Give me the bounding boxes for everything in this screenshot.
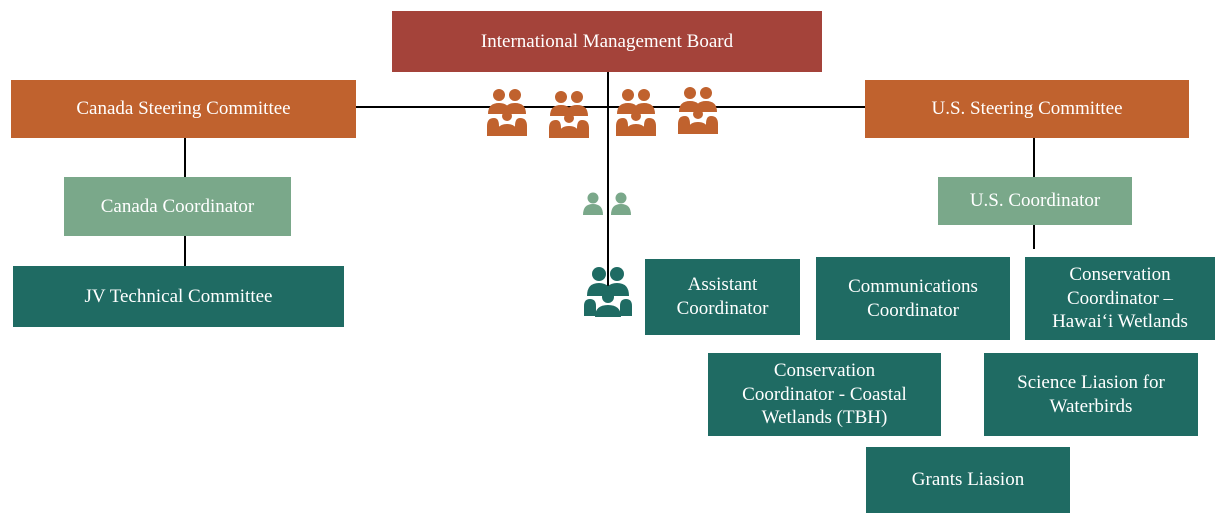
box-label-line: Communications: [848, 275, 978, 297]
connector-us-sc-coord: [1033, 138, 1035, 177]
conservation-coordinator-hawaii-box: Conservation Coordinator – Hawai‘i Wetla…: [1025, 257, 1215, 340]
box-label: U.S. Steering Committee: [931, 98, 1123, 120]
team-icon: [584, 267, 632, 317]
people-group-icon: [678, 87, 718, 134]
box-label-line: Coordinator - Coastal: [742, 383, 907, 405]
us-steering-committee-box: U.S. Steering Committee: [865, 80, 1189, 138]
box-label: Grants Liasion: [911, 469, 1025, 491]
box-label-line: Conservation: [773, 359, 876, 381]
canada-coordinator-box: Canada Coordinator: [64, 177, 291, 236]
box-label-line: Coordinator –: [1066, 287, 1174, 309]
box-label: U.S. Coordinator: [969, 190, 1101, 212]
box-label: International Management Board: [480, 30, 734, 52]
connector-steering-horizontal: [356, 106, 865, 108]
canada-steering-committee-box: Canada Steering Committee: [11, 80, 356, 138]
box-label-line: Science Liasion for: [1017, 371, 1165, 393]
box-label-line: Wetlands (TBH): [761, 407, 888, 429]
box-label: Canada Coordinator: [100, 195, 255, 217]
connector-canada-sc-coord: [184, 138, 186, 177]
connector-board-vertical: [607, 72, 609, 290]
box-label-line: Hawai‘i Wetlands: [1052, 311, 1188, 333]
box-label-line: Coordinator: [867, 299, 959, 321]
box-label: JV Technical Committee: [84, 285, 273, 307]
connector-us-coord-staff: [1033, 225, 1035, 249]
people-group-icon: [549, 91, 589, 138]
box-label-line: Coordinator: [676, 298, 769, 319]
box-label-line: Assistant: [687, 274, 758, 296]
assistant-coordinator-box: Assistant Coordinator: [645, 259, 800, 335]
international-management-board-box: International Management Board: [392, 11, 822, 72]
communications-coordinator-box: Communications Coordinator: [816, 257, 1010, 340]
box-label: Canada Steering Committee: [76, 98, 291, 120]
person-pair-icon: [583, 192, 631, 215]
conservation-coordinator-coastal-box: Conservation Coordinator - Coastal Wetla…: [708, 353, 941, 436]
box-label-line: Conservation: [1069, 263, 1171, 285]
box-label-line: Waterbirds: [1049, 395, 1133, 417]
connector-canada-coord-jv: [184, 236, 186, 266]
people-group-icon: [616, 89, 656, 136]
science-liaison-box: Science Liasion for Waterbirds: [984, 353, 1198, 436]
jv-technical-committee-box: JV Technical Committee: [13, 266, 344, 327]
us-coordinator-box: U.S. Coordinator: [938, 177, 1132, 225]
people-group-icon: [487, 89, 527, 136]
grants-liaison-box: Grants Liasion: [866, 447, 1070, 513]
